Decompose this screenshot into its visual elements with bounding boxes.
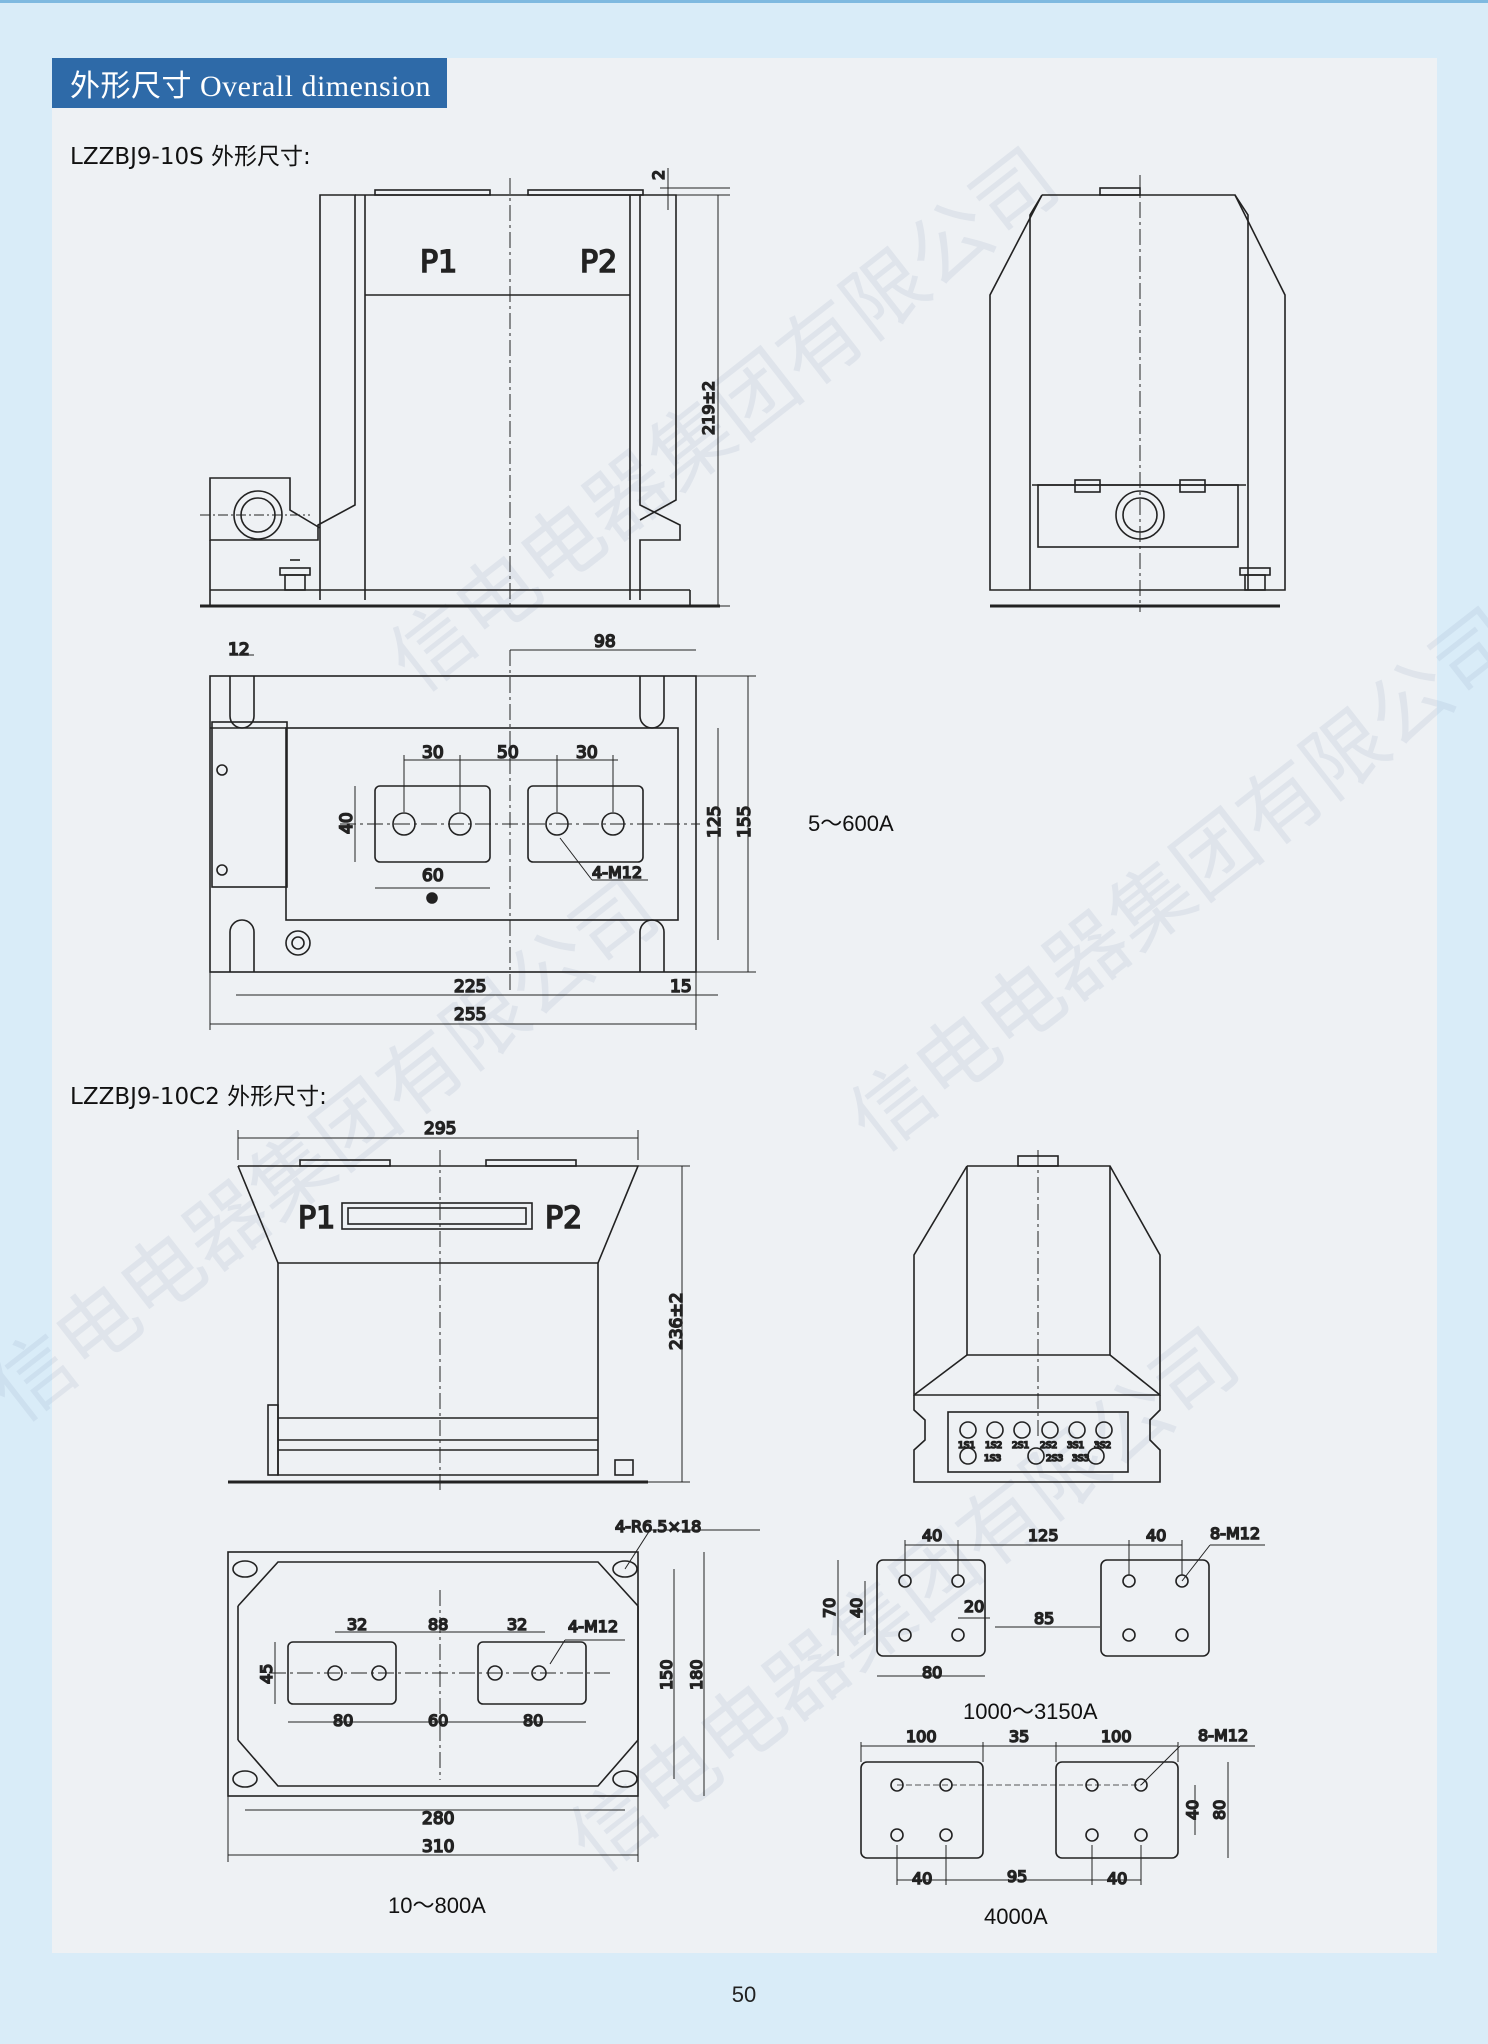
s2-dim-32b: 32 bbox=[507, 1615, 527, 1634]
s1-dim-30b: 30 bbox=[576, 743, 598, 763]
s2-side-view bbox=[913, 1150, 1161, 1483]
p1-thread: 8-M12 bbox=[1210, 1524, 1260, 1543]
plate2-rating: 4000A bbox=[984, 1904, 1048, 1929]
s2-p2-label: P2 bbox=[545, 1201, 582, 1236]
page-number: 50 bbox=[731, 1982, 757, 2007]
p1-dim-85: 85 bbox=[1034, 1609, 1054, 1628]
p1-dim-80: 80 bbox=[922, 1663, 942, 1682]
s2-dim-80a: 80 bbox=[333, 1711, 353, 1730]
term-label: 2S3 bbox=[1046, 1454, 1063, 1464]
s1-dim-155: 155 bbox=[735, 806, 755, 838]
s2-dim-45: 45 bbox=[257, 1664, 276, 1684]
s2-slot-dim: 4-R6.5×18 bbox=[615, 1517, 701, 1536]
s1-dim-60: 60 bbox=[422, 866, 444, 886]
section-title: 外形尺寸 Overall dimension bbox=[52, 58, 447, 108]
content-panel bbox=[52, 58, 1437, 1953]
s1-dim-225: 225 bbox=[454, 977, 486, 997]
s2-dim-60: 60 bbox=[428, 1711, 448, 1730]
p1-dim-125: 125 bbox=[1028, 1526, 1059, 1545]
s1-dim-255: 255 bbox=[454, 1005, 486, 1025]
p2-dim-80: 80 bbox=[1210, 1800, 1229, 1820]
s1-dim-40: 40 bbox=[337, 812, 357, 834]
s1-dim-12: 12 bbox=[228, 640, 250, 660]
p2-dim-40c: 40 bbox=[1107, 1869, 1127, 1888]
p2-dim-40a: 40 bbox=[1183, 1800, 1202, 1820]
s1-p2-label: P2 bbox=[580, 245, 617, 280]
p2-thread: 8-M12 bbox=[1198, 1726, 1248, 1745]
s2-dim-80b: 80 bbox=[523, 1711, 543, 1730]
term-label: 3S3 bbox=[1072, 1454, 1089, 1464]
s2-dim-310: 310 bbox=[422, 1837, 454, 1857]
s1-dim-30a: 30 bbox=[422, 743, 444, 763]
s2-thread: 4-M12 bbox=[568, 1617, 618, 1636]
p2-dim-40b: 40 bbox=[912, 1869, 932, 1888]
s1-p1-label: P1 bbox=[420, 245, 457, 280]
terminal-screws bbox=[959, 1421, 1113, 1465]
s1-thread: 4-M12 bbox=[592, 863, 642, 882]
s1-dim-50: 50 bbox=[497, 743, 519, 763]
s2-dim-280: 280 bbox=[422, 1809, 454, 1829]
s2-dim-180: 180 bbox=[687, 1659, 706, 1690]
section1-heading: LZZBJ9-10S 外形尺寸: bbox=[70, 144, 311, 170]
plate2-drawing bbox=[860, 1742, 1255, 1885]
term-label: 3S1 bbox=[1067, 1441, 1084, 1451]
s2-plan-view bbox=[227, 1529, 760, 1862]
p1-dim-40b: 40 bbox=[1146, 1526, 1166, 1545]
s2-dim-32a: 32 bbox=[347, 1615, 367, 1634]
s2-dim-295: 295 bbox=[424, 1119, 456, 1139]
s1-height-dim: 219±2 bbox=[699, 381, 718, 435]
s1-rating: 5～600A bbox=[808, 811, 894, 836]
s2-p1-label: P1 bbox=[298, 1201, 335, 1236]
p2-dim-35: 35 bbox=[1009, 1727, 1029, 1746]
term-label: 1S2 bbox=[985, 1441, 1002, 1451]
terminal-labels-row1: 1S1 1S2 2S1 2S2 3S1 3S2 bbox=[957, 1440, 1112, 1452]
term-label: 1S3 bbox=[984, 1454, 1001, 1464]
p1-dim-40a: 40 bbox=[922, 1526, 942, 1545]
s1-gap-dim: 2 bbox=[649, 170, 668, 180]
s2-front-view bbox=[228, 1130, 690, 1490]
s1-front-view bbox=[200, 168, 730, 610]
term-label: 2S2 bbox=[1040, 1441, 1057, 1451]
p2-dim-100a: 100 bbox=[906, 1727, 937, 1746]
p1-dim-20: 20 bbox=[964, 1597, 984, 1616]
s2-dim-88: 88 bbox=[428, 1615, 448, 1634]
plate1-drawing bbox=[837, 1540, 1265, 1677]
section2-heading: LZZBJ9-10C2 外形尺寸: bbox=[70, 1084, 327, 1110]
s1-dim-125: 125 bbox=[705, 806, 725, 838]
terminal-labels-row2: 1S3 2S3 3S3 bbox=[983, 1453, 1090, 1465]
p1-dim-40c: 40 bbox=[847, 1598, 866, 1618]
term-label: 1S1 bbox=[958, 1441, 975, 1451]
plate1-rating: 1000～3150A bbox=[963, 1699, 1098, 1724]
s2-dim-150: 150 bbox=[657, 1659, 676, 1690]
s1-dim-98: 98 bbox=[594, 632, 616, 652]
top-rule bbox=[0, 0, 1488, 3]
s2-rating: 10～800A bbox=[388, 1893, 486, 1918]
p1-dim-70: 70 bbox=[820, 1598, 839, 1618]
s1-side-view bbox=[989, 175, 1286, 612]
term-label: 3S2 bbox=[1094, 1441, 1111, 1451]
s1-plan-view bbox=[209, 649, 756, 1030]
p2-dim-100b: 100 bbox=[1101, 1727, 1132, 1746]
s2-height-dim: 236±2 bbox=[667, 1292, 687, 1350]
term-label: 2S1 bbox=[1012, 1441, 1029, 1451]
p2-dim-95: 95 bbox=[1007, 1867, 1027, 1886]
s1-dim-15: 15 bbox=[670, 977, 692, 997]
